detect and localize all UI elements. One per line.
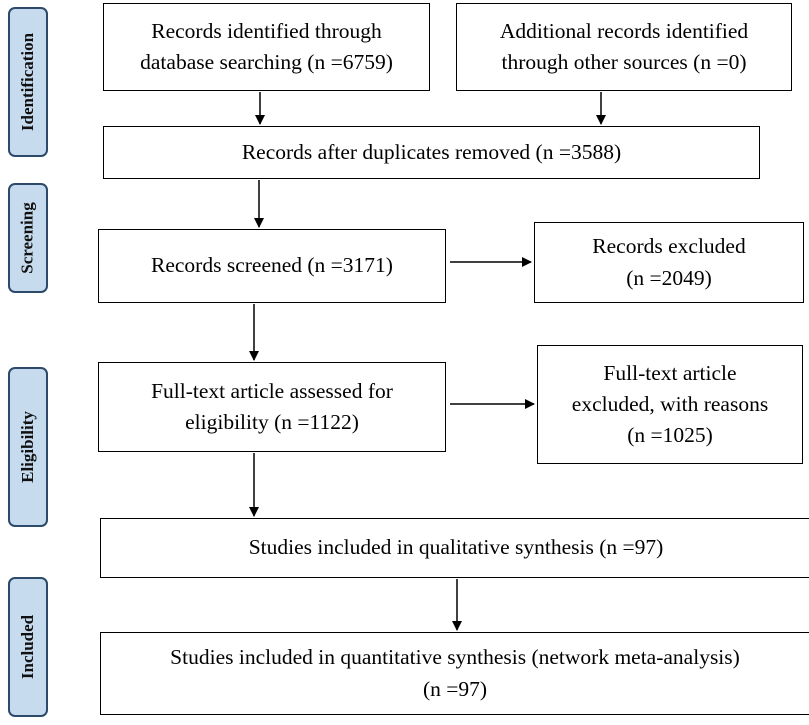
box-fulltext-excluded-line3: (n =1025) (627, 423, 713, 448)
box-fulltext-assessed-line2: eligibility (n =1122) (185, 410, 359, 434)
box-records-excluded-line2: (n =2049) (626, 265, 712, 290)
box-other-sources-line1: Additional records identified (499, 18, 749, 43)
box-fulltext-excluded: Full-text article excluded, with reasons… (537, 345, 803, 464)
stage-eligibility: Eligibility (8, 367, 48, 527)
stage-included: Included (8, 577, 48, 717)
box-records-excluded: Records excluded (n =2049) (534, 222, 804, 303)
box-duplicates-removed-line1: Records after duplicates removed (n =358… (241, 139, 622, 164)
box-qualitative-synthesis-line1: Studies included in qualitative synthesi… (248, 535, 664, 560)
box-quantitative-synthesis-line1: Studies included in quantitative synthes… (170, 645, 740, 670)
box-fulltext-assessed-line1: Full-text article assessed for (151, 378, 393, 403)
box-records-screened: Records screened (n =3171) (98, 229, 446, 303)
box-fulltext-assessed: Full-text article assessed for eligibili… (98, 362, 446, 452)
stage-screening: Screening (8, 183, 48, 293)
box-quantitative-synthesis: Studies included in quantitative synthes… (100, 632, 809, 715)
box-records-screened-line1: Records screened (n =3171) (151, 253, 393, 278)
box-duplicates-removed: Records after duplicates removed (n =358… (103, 126, 760, 179)
box-other-sources: Additional records identified through ot… (456, 3, 792, 91)
box-database-searching: Records identified through database sear… (103, 3, 430, 91)
box-database-searching-line1: Records identified through (151, 18, 382, 43)
box-fulltext-excluded-line1: Full-text article (603, 360, 737, 385)
box-other-sources-line2: through other sources (n =0) (501, 50, 747, 74)
box-fulltext-excluded-line2: excluded, with reasons (571, 391, 769, 416)
stage-identification: Identification (8, 7, 48, 157)
box-qualitative-synthesis: Studies included in qualitative synthesi… (100, 518, 809, 578)
box-database-searching-line2: database searching (n =6759) (140, 50, 393, 74)
box-records-excluded-line1: Records excluded (592, 234, 746, 259)
box-quantitative-synthesis-line2: (n =97) (422, 676, 488, 701)
